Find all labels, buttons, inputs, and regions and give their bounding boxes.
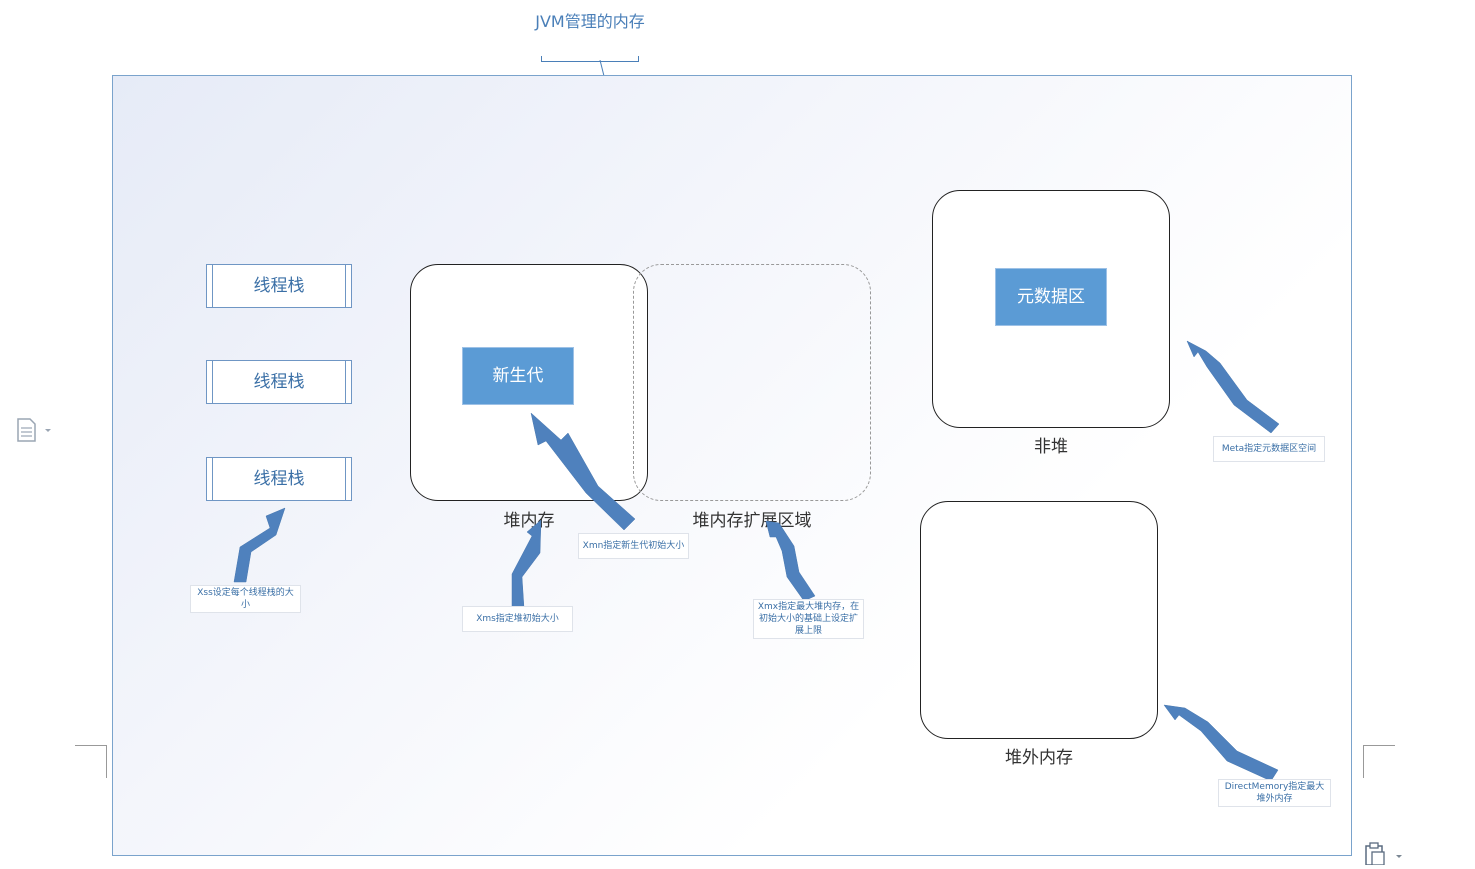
xmn-arrow <box>530 412 636 531</box>
xss-note: Xss设定每个线程栈的大小 <box>190 585 301 613</box>
thread-stack-3: 线程栈 <box>206 457 352 501</box>
non-heap-label: 非堆 <box>1034 437 1068 457</box>
thread-stack-1: 线程栈 <box>206 264 352 308</box>
direct-memory-arrow <box>1163 704 1279 782</box>
meta-note: Meta指定元数据区空间 <box>1213 436 1325 462</box>
xmx-note: Xmx指定最大堆内存，在初始大小的基础上设定扩展上限 <box>753 599 864 639</box>
heap-extension-box <box>633 264 871 501</box>
heap-extension-label: 堆内存扩展区域 <box>692 511 812 531</box>
page-corner-mark-right <box>1363 745 1395 778</box>
off-heap-box <box>920 501 1158 739</box>
non-heap-box <box>932 190 1170 428</box>
document-icon[interactable] <box>14 416 54 444</box>
thread-stack-2: 线程栈 <box>206 360 352 404</box>
direct-memory-note: DirectMemory指定最大堆外内存 <box>1218 779 1331 807</box>
xms-note: Xms指定堆初始大小 <box>462 606 573 632</box>
xmn-note: Xmn指定新生代初始大小 <box>578 533 689 559</box>
off-heap-label: 堆外内存 <box>1005 748 1073 768</box>
meta-arrow <box>1186 340 1280 434</box>
xss-arrow <box>233 507 286 583</box>
title-callout-connector <box>599 60 605 77</box>
page-corner-mark-left <box>75 745 107 778</box>
metaspace-block: 元数据区 <box>995 268 1107 326</box>
heap-memory-label: 堆内存 <box>503 511 555 531</box>
diagram-title: JVM管理的内存 <box>535 12 645 31</box>
xms-arrow <box>511 519 542 609</box>
xmx-arrow <box>765 520 816 602</box>
young-generation-block: 新生代 <box>462 347 574 405</box>
title-callout-bracket <box>541 56 639 62</box>
